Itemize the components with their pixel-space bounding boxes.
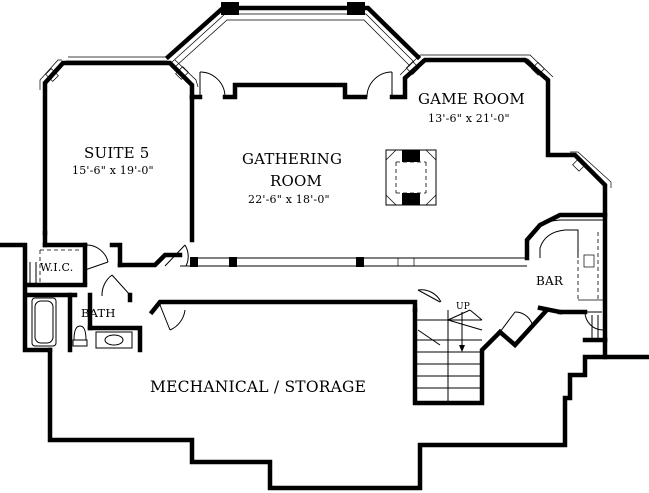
beam-line (190, 257, 527, 267)
bay-window (171, 2, 415, 67)
room-label-bath: BATH (81, 306, 116, 320)
interior-walls (25, 94, 608, 406)
stairs-label-up: UP (456, 302, 471, 312)
room-label-gathering-line1: GATHERING (242, 150, 343, 168)
room-label-wic: W.I.C. (40, 261, 74, 274)
bath-fixtures (29, 262, 133, 349)
room-dims-suite-5: 15'-6" x 19'-0" (72, 164, 154, 177)
room-label-mechanical: MECHANICAL / STORAGE (150, 378, 367, 396)
room-label-game-room: GAME ROOM (418, 90, 525, 108)
room-dims-game-room: 13'-6" x 21'-0" (428, 112, 510, 125)
suite-windows (39, 56, 199, 90)
room-label-suite-5: SUITE 5 (84, 144, 150, 162)
room-label-bar: BAR (536, 274, 564, 288)
doors (84, 71, 604, 340)
room-dims-gathering: 22'-6" x 18'-0" (248, 193, 330, 206)
fireplace (385, 149, 437, 206)
game-room-windows (399, 54, 612, 188)
room-label-gathering-line2: ROOM (270, 172, 323, 190)
outer-walls (0, 5, 649, 491)
stairs (415, 309, 483, 403)
wic-shelving (39, 249, 82, 282)
bar-counter (526, 219, 605, 301)
